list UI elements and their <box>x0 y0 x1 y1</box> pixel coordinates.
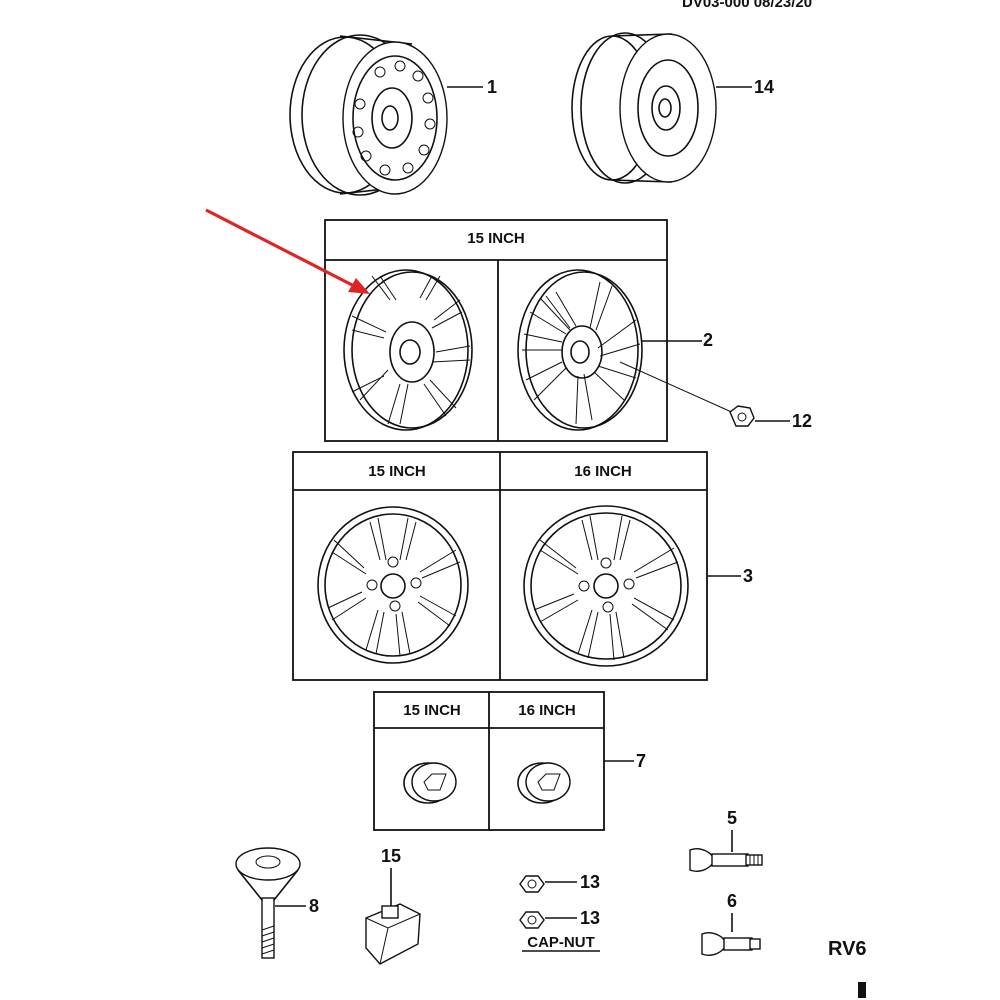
valve-stem-5-illustration <box>689 848 763 872</box>
callout-5: 5 <box>727 808 737 828</box>
wheel-cover-box <box>324 219 668 442</box>
callout-3: 3 <box>743 566 753 586</box>
wheel-bolt-illustration <box>235 847 301 959</box>
cap-nut-a-illustration <box>519 875 545 893</box>
alloy-wheel-15 <box>317 506 469 664</box>
callout-7: 7 <box>636 751 646 771</box>
footer-fragment: RV6 <box>828 938 867 960</box>
wheel-cover-a <box>343 269 473 431</box>
callout-2: 2 <box>703 330 713 350</box>
alloy-wheel-16 <box>523 505 689 667</box>
center-cap-15 <box>403 762 457 804</box>
callout-13-a: 13 <box>580 872 600 892</box>
alloy-15-inch-header: 15 INCH <box>368 463 426 480</box>
callout-14: 14 <box>754 77 774 97</box>
covers-15-inch-header: 15 INCH <box>467 230 525 247</box>
callout-8: 8 <box>309 896 319 916</box>
cap-nut-label: CAP-NUT <box>527 934 595 951</box>
callout-15: 15 <box>381 846 401 866</box>
cover-nut-illustration <box>729 405 755 427</box>
spare-wheel-illustration <box>571 32 717 184</box>
callout-12: 12 <box>792 411 812 431</box>
cap-16-inch-header: 16 INCH <box>518 702 576 719</box>
balance-weight-illustration <box>365 903 421 965</box>
alloy-wheel-box <box>292 451 708 681</box>
callout-6: 6 <box>727 891 737 911</box>
alloy-16-inch-header: 16 INCH <box>574 463 632 480</box>
cap-15-inch-header: 15 INCH <box>403 702 461 719</box>
steel-wheel-illustration <box>289 34 448 196</box>
callout-13-b: 13 <box>580 908 600 928</box>
red-arrow-indicator <box>205 208 370 294</box>
callout-1: 1 <box>487 77 497 97</box>
wheel-cover-b <box>517 269 643 431</box>
header-fragment: DV03-000 08/23/20 <box>682 0 812 11</box>
center-cap-16 <box>517 762 571 804</box>
footer-fragment-mark <box>858 982 866 998</box>
cap-nut-b-illustration <box>519 911 545 929</box>
valve-stem-6-illustration <box>701 932 761 956</box>
